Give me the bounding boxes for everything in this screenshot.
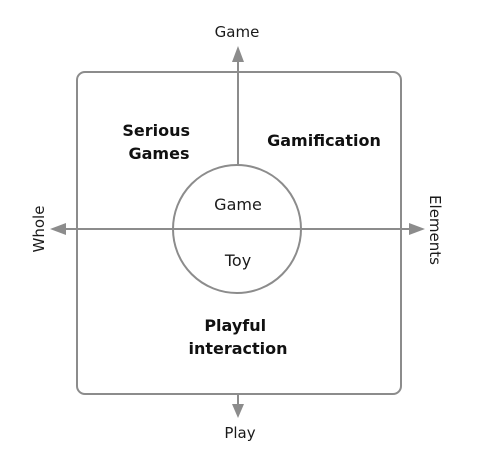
circle-label-game: Game <box>214 195 262 214</box>
axis-label-bottom: Play <box>224 424 255 442</box>
axis-right-arrowhead <box>409 223 425 235</box>
axis-up-arrowhead <box>232 46 244 62</box>
quadrant-label-serious-games: Serious Games <box>122 121 195 163</box>
axis-left-arrowhead <box>50 223 66 235</box>
quadrant-label-serious-games-line-1: Serious <box>122 121 190 140</box>
axis-down-arrowhead <box>232 404 244 418</box>
axis-label-left: Whole <box>30 206 48 253</box>
quadrant-label-playful-interaction: Playful interaction <box>188 316 287 358</box>
quadrant-label-serious-games-line-2: Games <box>129 144 190 163</box>
quadrant-label-playful-interaction-line-1: Playful <box>204 316 266 335</box>
quadrant-label-playful-interaction-line-2: interaction <box>188 339 287 358</box>
circle-label-toy: Toy <box>224 251 251 270</box>
axis-label-top: Game <box>215 23 260 41</box>
quadrant-label-gamification: Gamification <box>267 131 381 150</box>
axis-label-right: Elements <box>426 195 444 265</box>
